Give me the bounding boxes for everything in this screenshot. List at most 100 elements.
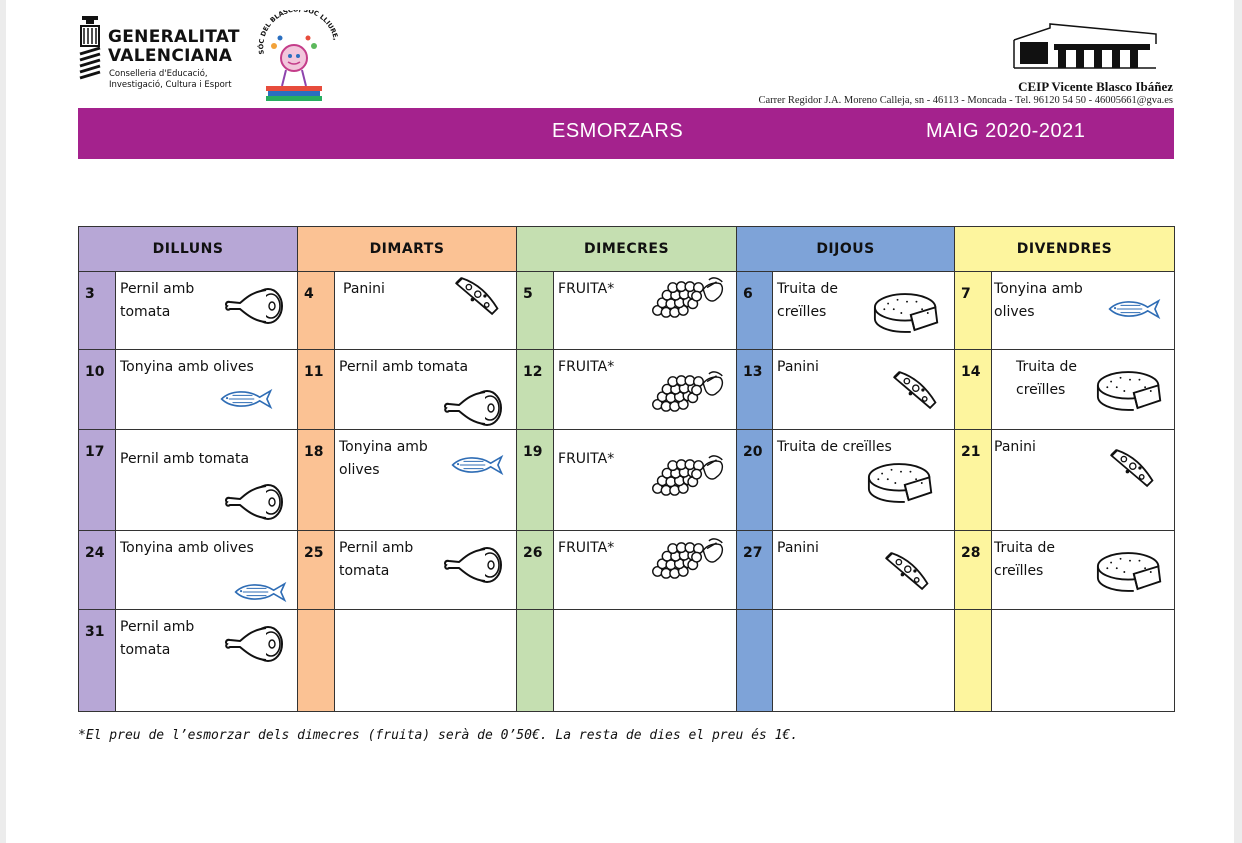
day-header-dimarts: DIMARTS [296,226,518,272]
fish-icon [449,454,507,476]
menu-item-cell: Tonyina amb olives [991,271,1176,350]
menu-item-cell [991,609,1176,712]
menu-item-line1: Pernil amb [339,540,414,556]
day-header-divendres: DIVENDRES [954,226,1176,272]
menu-item-line1: Truita de [1016,359,1078,375]
day-number: 6 [736,271,774,350]
menu-item-cell: Truita de creïlles [772,271,956,350]
day-number: 19 [516,429,555,531]
menu-item-cell: Pernil amb tomata [115,429,298,531]
pizza-slice-icon [1106,446,1156,490]
menu-item-line1: FRUITA* [558,281,615,297]
school-name: CEIP Vicente Blasco Ibáñez [1018,79,1173,94]
menu-item-cell: FRUITA* [553,429,738,531]
day-number: 25 [297,530,335,610]
conselleria-line1: Conselleria d'Educació, [109,69,208,79]
menu-item-line2: creïlles [777,304,827,320]
day-number: 21 [954,429,993,531]
menu-item-line1: Pernil amb tomata [339,359,469,375]
day-number: 4 [297,271,335,350]
menu-item-line1: Panini [777,359,819,375]
menu-item-line1: Tonyina amb [339,439,428,455]
day-header-dimecres: DIMECRES [516,226,738,272]
fish-icon [232,581,290,603]
day-number: 5 [516,271,555,350]
ham-icon [222,286,286,326]
menu-item-cell: Tonyina amb olives [115,530,298,610]
grapes-icon [648,537,728,583]
ham-icon [222,482,286,522]
day-number [954,609,993,712]
generalitat-emblem-icon [79,16,101,80]
day-number [297,609,335,712]
menu-item-cell: Panini [772,530,956,610]
menu-item-line1: Panini [343,281,385,297]
day-number [516,609,555,712]
menu-item-cell [772,609,956,712]
omelette-icon [867,460,935,506]
menu-item-cell [333,609,518,712]
omelette-icon [1096,368,1164,414]
omelette-icon [1096,549,1164,595]
menu-item-cell: Truita de creïlles [772,429,956,531]
pizza-slice-icon [881,549,931,593]
menu-item-cell [553,609,738,712]
pizza-slice-icon [889,368,939,412]
fish-icon [218,388,276,410]
ham-icon [441,388,505,428]
menu-item-line1: Tonyina amb [994,281,1083,297]
menu-item-line1: Tonyina amb olives [120,540,254,556]
grapes-icon [648,370,728,416]
pizza-slice-icon [451,274,501,318]
menu-item-line2: FRUITA* [558,451,615,467]
menu-item-line2: tomata [120,642,171,658]
day-number: 11 [297,349,335,430]
day-number: 3 [78,271,116,350]
menu-item-cell: FRUITA* [553,349,738,430]
school-logo-art: SÓC DEL BLASCO, SÓC LLIURE, SÓC LLIURE [250,10,340,101]
price-footnote: *El preu de l’esmorzar dels dimecres (fr… [78,728,799,743]
day-number: 12 [516,349,555,430]
menu-item-line1: Tonyina amb olives [120,359,254,375]
menu-item-line1: Truita de [994,540,1056,556]
day-number: 20 [736,429,774,531]
title-banner: ESMORZARS MAIG 2020-2021 [78,108,1174,159]
grapes-icon [648,276,728,322]
grapes-icon [648,454,728,500]
day-number: 26 [516,530,555,610]
menu-item-line1: FRUITA* [558,540,615,556]
menu-item-line1: Truita de [777,281,839,297]
menu-item-cell: Tonyina amb olives [115,349,298,430]
school-building-logo [1013,23,1157,69]
menu-item-cell: Panini [991,429,1176,531]
day-number: 18 [297,429,335,531]
day-number: 13 [736,349,774,430]
day-header-dilluns: DILLUNS [78,226,298,272]
ham-icon [222,624,286,664]
banner-month: MAIG 2020-2021 [926,120,1086,142]
day-number: 28 [954,530,993,610]
menu-item-line2: creïlles [994,563,1044,579]
menu-item-line1: Panini [777,540,819,556]
menu-item-cell: Panini [333,271,518,350]
generalitat-logo: GENERALITAT VALENCIANA Conselleria d'Edu… [78,14,248,94]
menu-item-line2: creïlles [1016,382,1066,398]
menu-item-cell: Truita de creïlles [991,530,1176,610]
menu-item-line1: FRUITA* [558,359,615,375]
school-address: Carrer Regidor J.A. Moreno Calleja, sn -… [758,95,1173,106]
menu-item-line2: tomata [120,304,171,320]
day-header-dijous: DIJOUS [736,226,956,272]
day-number: 31 [78,609,116,712]
document-page: GENERALITAT VALENCIANA Conselleria d'Edu… [6,0,1234,843]
menu-item-line2: olives [994,304,1035,320]
menu-item-line2: olives [339,462,380,478]
menu-item-cell: Pernil amb tomata [333,349,518,430]
menu-item-cell: Panini [772,349,956,430]
day-number: 7 [954,271,993,350]
